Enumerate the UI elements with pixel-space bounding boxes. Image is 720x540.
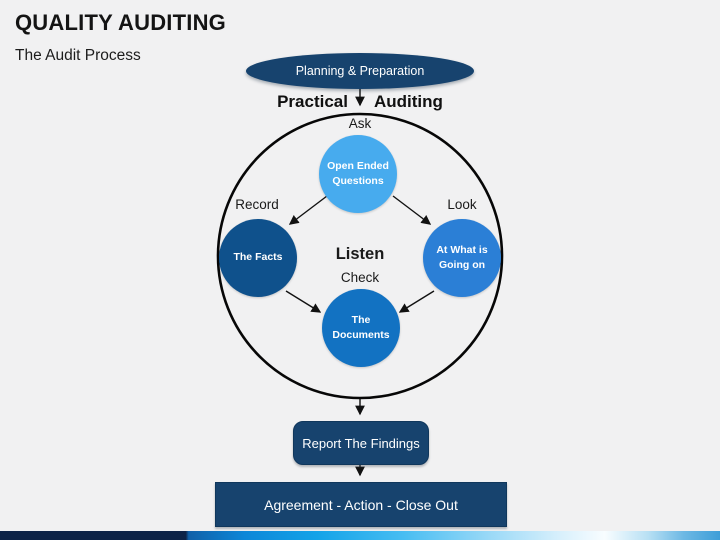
phase-word-auditing: Auditing xyxy=(373,92,443,111)
cycle-label-look: Look xyxy=(447,197,477,212)
node-text-line: Questions xyxy=(332,175,384,187)
report-findings-stage: Report The Findings xyxy=(293,421,429,465)
slide-title: QUALITY AUDITING xyxy=(15,10,226,35)
arrow-ask-to-look xyxy=(392,195,432,225)
cycle-label-ask: Ask xyxy=(348,116,372,131)
slide-subtitle: The Audit Process xyxy=(15,47,141,64)
footer-gradient-bar xyxy=(0,531,720,540)
arrow-record-to-check xyxy=(285,290,322,313)
node-text-line: Documents xyxy=(332,329,390,341)
cycle-label-listen: Listen xyxy=(335,245,385,263)
practical-auditing-heading: Practical Auditing xyxy=(240,92,480,112)
phase-word-practical: Practical xyxy=(277,92,348,111)
node-at-what-is-going-on: At What is Going on xyxy=(423,219,501,297)
cycle-ring xyxy=(216,112,504,400)
arrow-ask-to-record xyxy=(288,195,328,225)
closeout-label: Agreement - Action - Close Out xyxy=(264,496,458,513)
node-the-facts: The Facts xyxy=(219,219,297,297)
node-text-line: The xyxy=(351,313,371,326)
node-text-line: Open Ended xyxy=(327,159,389,172)
node-text-line: Going on xyxy=(438,259,486,271)
report-findings-label: Report The Findings xyxy=(302,435,420,451)
closeout-stage: Agreement - Action - Close Out xyxy=(215,482,507,527)
planning-preparation-stage: Planning & Preparation xyxy=(246,53,474,89)
cycle-label-record: Record xyxy=(235,197,279,212)
node-open-ended-questions: Open Ended Questions xyxy=(319,135,397,213)
node-text-line: The Facts xyxy=(233,251,283,264)
arrow-look-to-check xyxy=(398,290,435,313)
cycle-label-check: Check xyxy=(340,270,380,285)
planning-preparation-label: Planning & Preparation xyxy=(295,64,425,78)
node-text-line: At What is xyxy=(436,243,488,256)
node-the-documents: The Documents xyxy=(322,289,400,367)
